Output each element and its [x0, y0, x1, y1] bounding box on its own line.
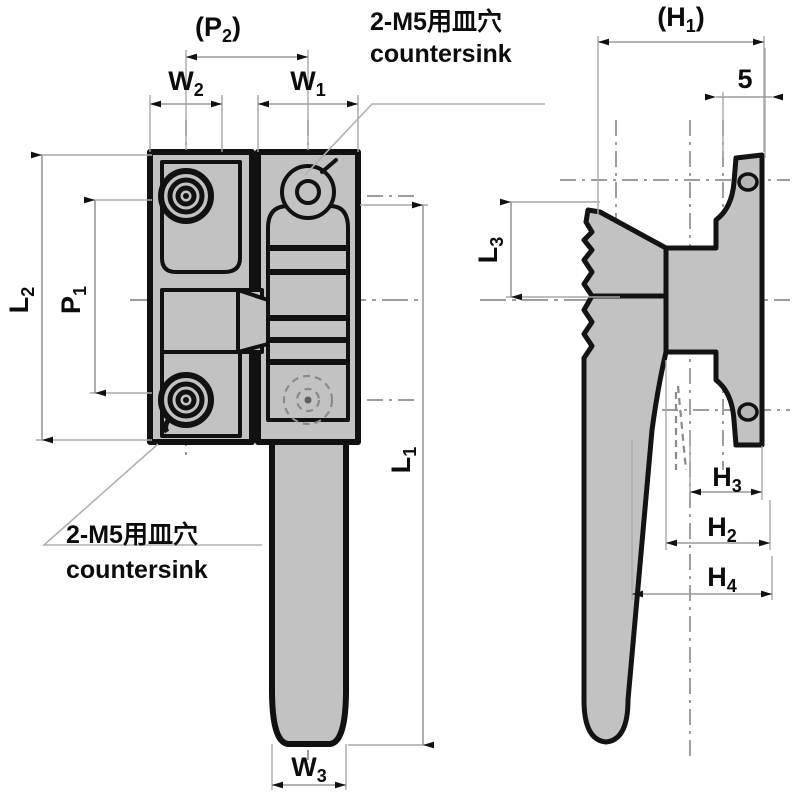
dimension-h3: H3 — [689, 430, 763, 500]
dimension-l1: L1 — [348, 201, 434, 749]
dim-h2-label: H2 — [707, 512, 737, 546]
dimension-l3: L3 — [473, 198, 620, 301]
dim-w1-label: W1 — [290, 66, 326, 100]
dim-h1-label: (H1) — [657, 2, 705, 36]
side-arm-upper-wing — [581, 207, 669, 299]
dimension-h2: H2 — [665, 360, 771, 550]
dimension-5: 5 — [705, 48, 783, 158]
handle-arm — [269, 427, 349, 747]
side-hidden-lines — [674, 385, 688, 471]
pivot-boss-notch — [320, 158, 338, 174]
note-bottom-line2: countersink — [66, 556, 208, 584]
knurl-grooves — [268, 245, 348, 365]
dim-l1-label: L1 — [386, 447, 420, 474]
dimension-w3: W3 — [271, 744, 347, 790]
note-top-line2: countersink — [370, 40, 512, 68]
dim-l3-label: L3 — [473, 237, 507, 264]
dimension-w1: W1 — [257, 66, 359, 152]
dim-h4-label: H4 — [707, 562, 737, 596]
side-plate-hole-upper — [737, 172, 759, 192]
dim-h3-label: H3 — [712, 462, 742, 496]
dim-l2-label: L2 — [4, 287, 38, 314]
pivot-boss-inner — [295, 179, 321, 205]
dim-p2-label: (P2) — [195, 12, 241, 46]
bottom-bolt-circle — [282, 374, 334, 426]
dimension-h4: H4 — [631, 440, 773, 600]
note-top-leader — [304, 103, 545, 176]
note-top-line1: 2-M5用皿穴 — [370, 7, 502, 36]
side-view: (H1) 5 L3 H3 — [473, 2, 790, 760]
dim-5-label: 5 — [737, 64, 752, 94]
dimension-p1: P1 — [56, 196, 152, 397]
note-bottom-line1: 2-M5用皿穴 — [66, 520, 198, 549]
countersink-screw-upper — [158, 168, 214, 224]
dim-w3-label: W3 — [291, 752, 327, 786]
dim-w2-label: W2 — [168, 66, 204, 100]
dimension-p2: (P2) — [185, 12, 309, 150]
hinge-knuckle-wedge — [236, 288, 270, 354]
note-bottom-leader — [41, 443, 262, 546]
countersink-screw-lower — [158, 372, 214, 434]
dimension-l2: L2 — [4, 151, 152, 444]
dimension-w2: W2 — [149, 66, 223, 152]
dimension-h1: (H1) — [597, 2, 765, 215]
side-plate-hole-lower — [737, 402, 759, 422]
side-arm-lower — [581, 293, 669, 745]
front-view: (P2) W2 W1 L2 — [4, 7, 545, 790]
dim-p1-label: P1 — [56, 286, 90, 314]
